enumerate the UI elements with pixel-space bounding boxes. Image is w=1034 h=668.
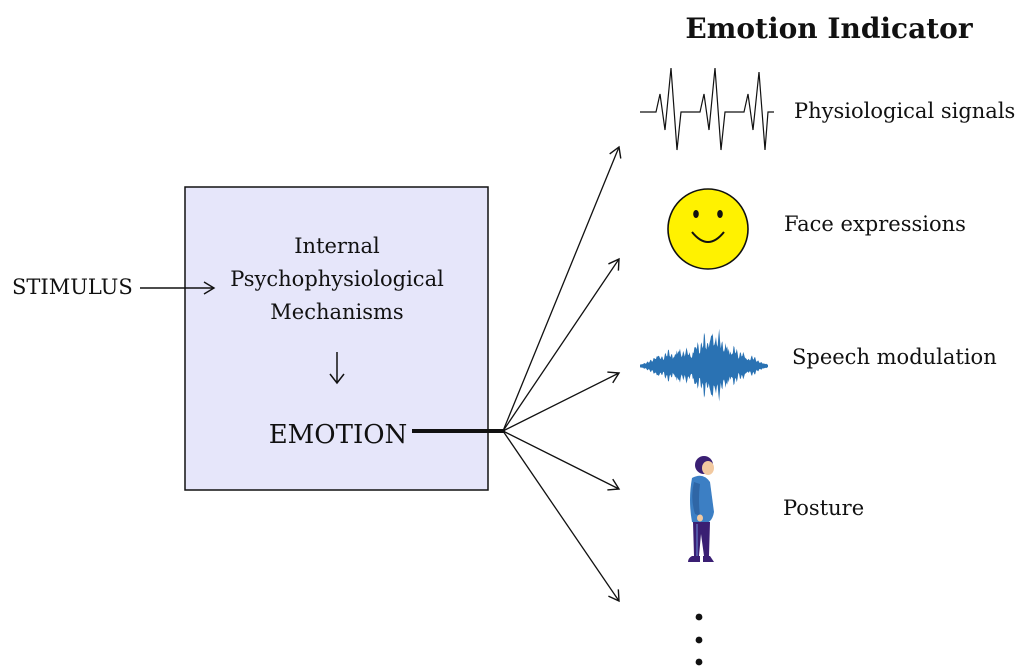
indicator-label-physiological: Physiological signals [794, 99, 1015, 123]
smiley-face-icon [667, 188, 749, 270]
indicator-label-speech: Speech modulation [792, 345, 997, 369]
arrow-to-speech [502, 371, 621, 432]
indicator-label-posture: Posture [783, 496, 864, 520]
down-arrow-icon [329, 352, 345, 385]
physiological-signal-icon [640, 67, 774, 151]
arrow-to-more [502, 430, 620, 603]
fan-arrows [502, 145, 622, 603]
indicator-label-face: Face expressions [784, 212, 966, 236]
mechanism-line-1: Internal [294, 234, 380, 258]
arrow-to-physiological [502, 145, 622, 432]
arrow-to-posture [502, 430, 621, 491]
waveform-shape [640, 328, 768, 402]
more-indicators-ellipsis [695, 613, 703, 666]
emotion-label: EMOTION [269, 420, 408, 450]
diagram-title: Emotion Indicator [685, 12, 973, 45]
person-posture-icon [688, 456, 714, 562]
mechanism-line-3: Mechanisms [270, 300, 403, 324]
arrow-to-face [502, 257, 620, 432]
speech-waveform-icon [640, 328, 768, 402]
stimulus-label: STIMULUS [12, 275, 133, 299]
mechanism-box [184, 186, 489, 491]
mechanism-line-2: Psychophysiological [230, 267, 444, 291]
